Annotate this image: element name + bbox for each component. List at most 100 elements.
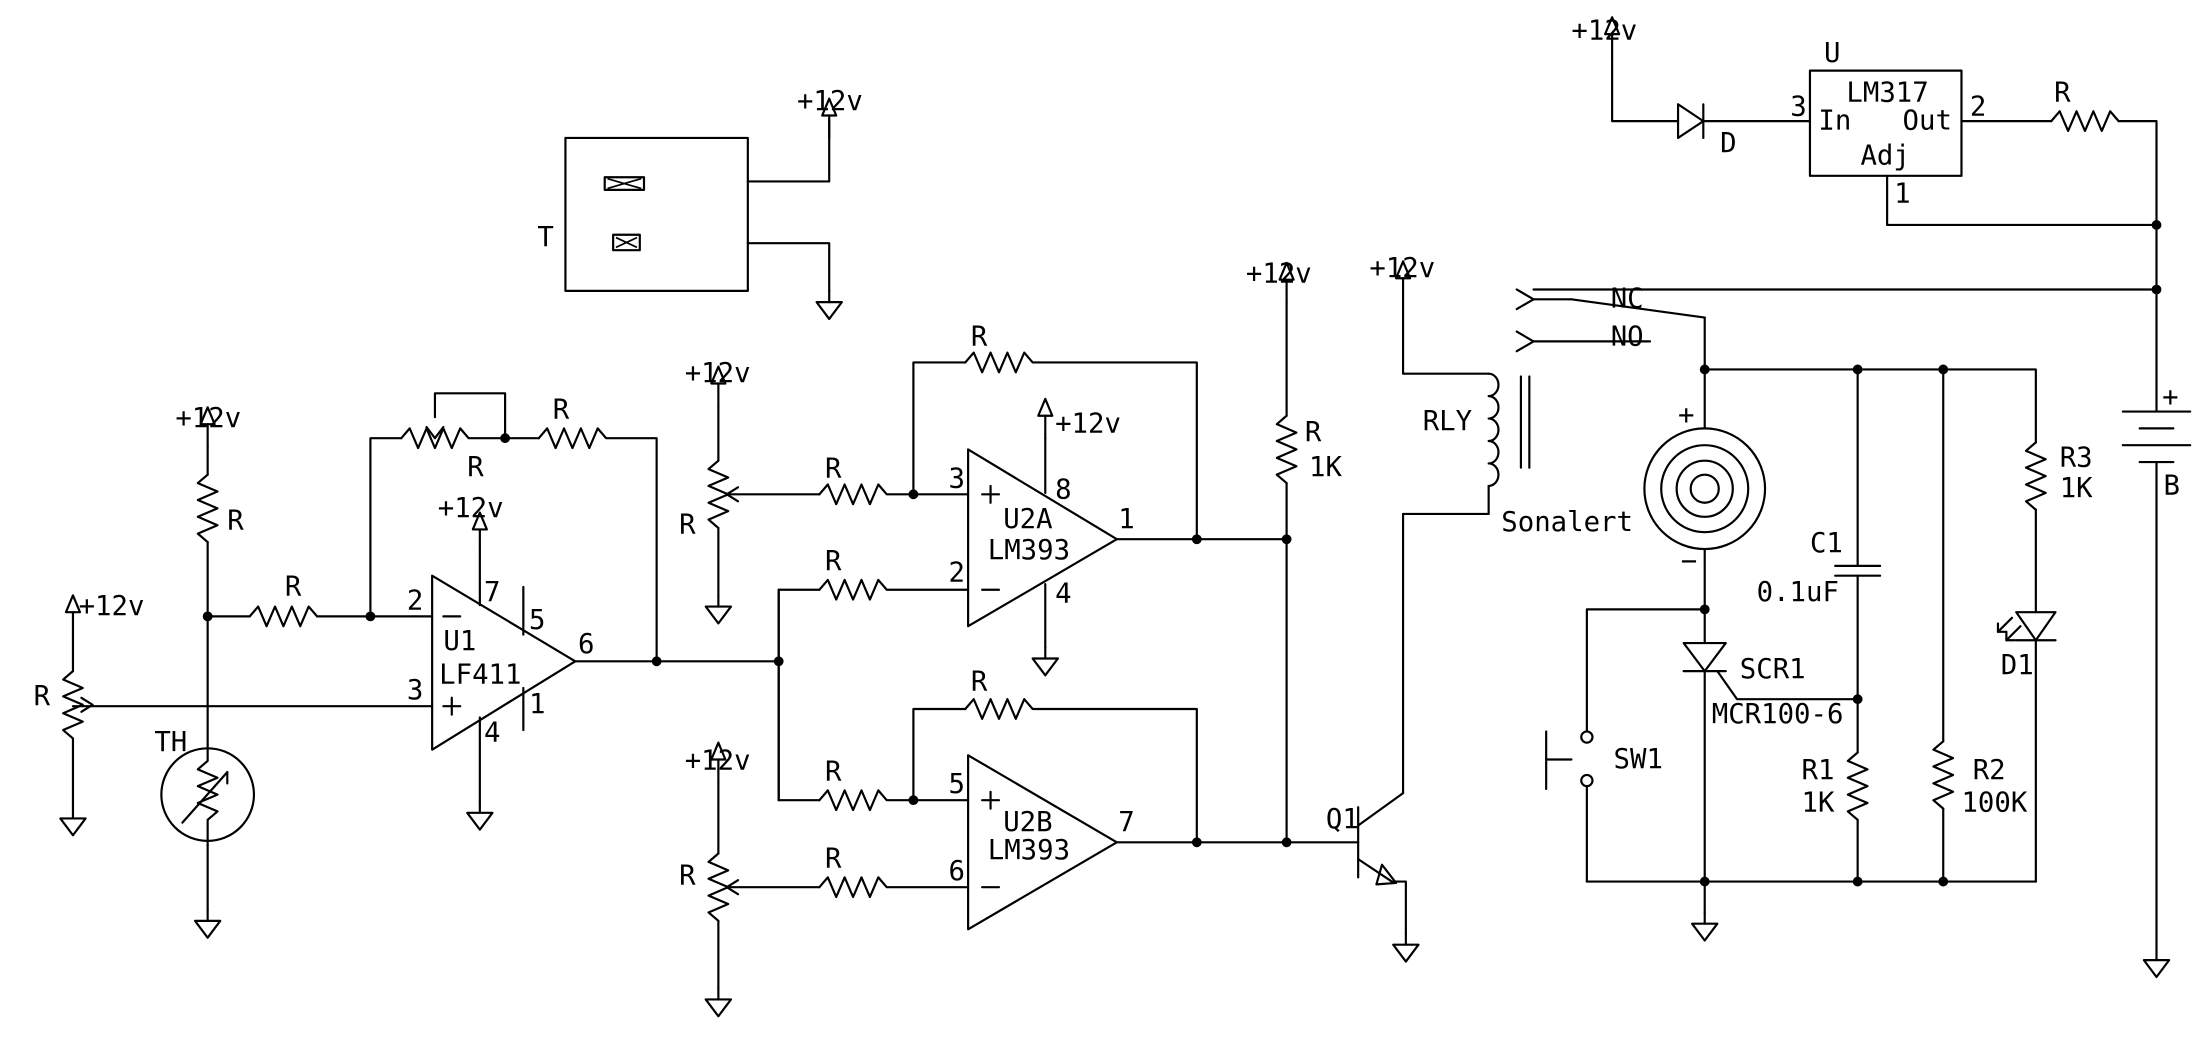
thermistor-divider-resistor-label: R bbox=[227, 505, 244, 536]
u1-pin-4: 4 bbox=[484, 717, 500, 748]
u2b-threshold-potentiometer bbox=[707, 780, 821, 990]
u2b-pot-label: R bbox=[679, 860, 696, 891]
u2a-supply-symbol bbox=[1037, 397, 1054, 440]
diode-label: D bbox=[1720, 128, 1736, 159]
u2a-comparator bbox=[967, 437, 1198, 649]
regulator-ref: U bbox=[1824, 38, 1840, 69]
u2b-comparator bbox=[967, 754, 1198, 931]
u2a-ref: U2A bbox=[1003, 504, 1052, 535]
u2a-bus-resistor bbox=[818, 578, 970, 601]
junction-r2-bottom bbox=[1938, 876, 1949, 887]
c1-ref: C1 bbox=[1810, 528, 1843, 559]
u2a-input-resistor-label: R bbox=[825, 453, 842, 484]
relay-label: RLY bbox=[1423, 406, 1472, 437]
regulator-adj: Adj bbox=[1860, 141, 1909, 172]
u1-supply-label: +12v bbox=[438, 493, 504, 524]
u2a-pot-ground-symbol bbox=[704, 594, 733, 625]
charger-resistor-label: R bbox=[2054, 77, 2071, 108]
u2a-supply-label: +12v bbox=[1055, 409, 1121, 440]
u2a-bus-resistor-label: R bbox=[825, 546, 842, 577]
u2b-bus-resistor-label: R bbox=[825, 757, 842, 788]
junction-u1-output bbox=[651, 656, 662, 667]
r2-ref: R2 bbox=[1973, 755, 2006, 786]
charger-resistor bbox=[1886, 110, 2158, 381]
u2a-part: LM393 bbox=[988, 535, 1070, 566]
pullup-resistor-label: R bbox=[1305, 417, 1322, 448]
c1-value: 0.1uF bbox=[1757, 577, 1839, 608]
sonalert bbox=[1643, 368, 1767, 611]
u2b-pot-ground-symbol bbox=[704, 987, 733, 1018]
junction-scr-gate bbox=[1852, 694, 1863, 705]
u2a-pin-4: 4 bbox=[1055, 578, 1071, 609]
pullup-supply-label: +12v bbox=[1246, 258, 1312, 289]
u1-pin-2: 2 bbox=[407, 585, 423, 616]
sonalert-label: Sonalert bbox=[1501, 507, 1633, 538]
battery bbox=[2121, 378, 2192, 951]
u1-opamp bbox=[431, 550, 658, 803]
u1-ground-symbol bbox=[466, 800, 494, 831]
q1-transistor bbox=[1357, 512, 1407, 935]
lm317-regulator bbox=[1808, 69, 1963, 177]
u2b-part: LM393 bbox=[988, 835, 1070, 866]
thermistor-label: TH bbox=[154, 727, 187, 758]
offset-pot-ground-symbol bbox=[59, 806, 87, 837]
u1-input-resistor bbox=[248, 605, 319, 628]
regulator-pin-3: 3 bbox=[1790, 92, 1806, 123]
u2b-ref: U2B bbox=[1003, 807, 1052, 838]
transformer bbox=[564, 118, 831, 292]
u2b-bus-resistor bbox=[818, 789, 970, 812]
relay-coil bbox=[1401, 299, 1531, 516]
u1-pin-6: 6 bbox=[578, 629, 594, 660]
junction-charger-adj bbox=[2151, 220, 2162, 230]
scr-part: MCR100-6 bbox=[1712, 699, 1844, 730]
regulator-out: Out bbox=[1903, 106, 1952, 137]
u1-pin-7: 7 bbox=[484, 577, 500, 608]
junction-u1-inverting bbox=[365, 611, 376, 622]
switch-label: SW1 bbox=[1614, 744, 1663, 775]
relay-no-label: NO bbox=[1611, 322, 1644, 353]
relay-nc-label: NC bbox=[1611, 284, 1644, 315]
charger-input bbox=[1611, 55, 1812, 140]
wire-bus-to-u2a-minus bbox=[777, 588, 821, 663]
u1-feedback-resistor-label: R bbox=[553, 395, 570, 426]
u2a-pot-label: R bbox=[679, 510, 696, 541]
u2b-pin-5: 5 bbox=[948, 769, 964, 800]
junction-divider bbox=[202, 611, 213, 622]
led-d1 bbox=[1996, 611, 2057, 883]
r1-ref: R1 bbox=[1802, 755, 1835, 786]
battery-label: B bbox=[2164, 470, 2180, 501]
junction-r1-bottom bbox=[1852, 876, 1863, 887]
u2b-input-resistor-label: R bbox=[825, 844, 842, 875]
transformer-supply-label: +12v bbox=[797, 86, 863, 117]
q1-label: Q1 bbox=[1326, 804, 1359, 835]
u1-input-resistor-label: R bbox=[285, 571, 302, 602]
regulator-in: In bbox=[1818, 106, 1851, 137]
junction-alarm-bottom bbox=[1699, 876, 1710, 887]
pullup-resistor-value: 1K bbox=[1309, 452, 1342, 483]
u2a-pin-8: 8 bbox=[1055, 475, 1071, 506]
junction-u1-feedback bbox=[500, 433, 511, 444]
resistor-r1 bbox=[1846, 751, 1869, 883]
thermistor-supply-label: +12v bbox=[175, 403, 241, 434]
junction-pullup-bottom bbox=[1281, 837, 1292, 848]
switch-sw1 bbox=[1545, 608, 1706, 883]
sonalert-plus: + bbox=[1678, 400, 1694, 431]
regulator-part: LM317 bbox=[1846, 77, 1928, 108]
junction-u2a-plus bbox=[908, 489, 919, 500]
junction-u2b-plus bbox=[908, 795, 919, 806]
scr-ref: SCR1 bbox=[1740, 654, 1806, 685]
battery-plus: + bbox=[2162, 382, 2178, 413]
u2a-pin-2: 2 bbox=[948, 557, 964, 588]
u2a-threshold-potentiometer bbox=[707, 404, 821, 597]
u2b-pin-7: 7 bbox=[1118, 807, 1134, 838]
thermistor bbox=[160, 742, 256, 911]
u2a-hysteresis-resistor bbox=[912, 351, 1198, 541]
u2a-pot-supply-label: +12v bbox=[685, 358, 751, 389]
u1-pin-1: 1 bbox=[529, 689, 545, 720]
u1-ref: U1 bbox=[443, 626, 476, 657]
u2a-pin-1: 1 bbox=[1118, 504, 1134, 535]
offset-potentiometer bbox=[62, 633, 94, 809]
u2b-pin-6: 6 bbox=[948, 856, 964, 887]
u2b-input-resistor bbox=[818, 876, 970, 899]
